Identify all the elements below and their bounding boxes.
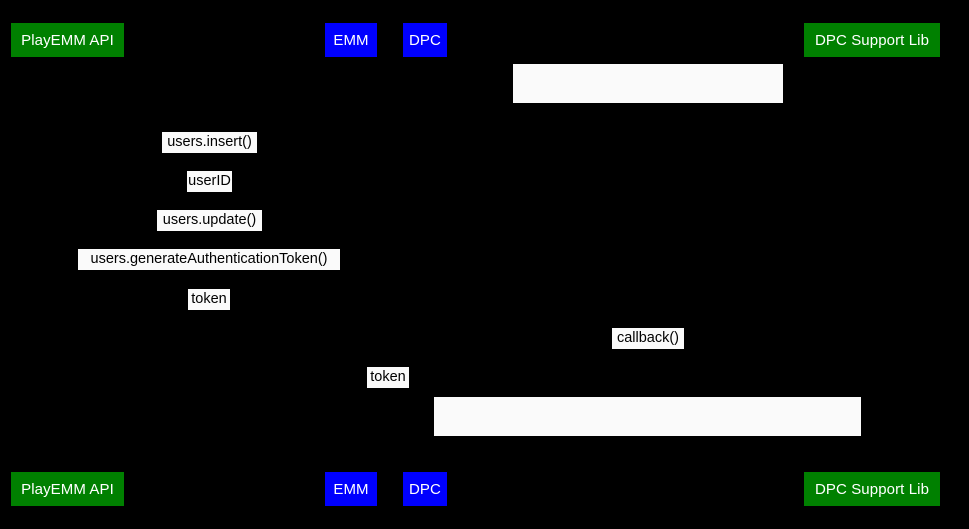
participant-label: PlayEMM API [21, 31, 114, 49]
message-callback: callback() [612, 328, 684, 349]
participant-playemm-api-top[interactable]: PlayEMM API [11, 23, 124, 57]
message-line-2: .addAndroidForWorkAccount(token, account… [436, 494, 824, 510]
participant-playemm-api-bottom[interactable]: PlayEMM API [11, 472, 124, 506]
participant-dpc-support-lib-top[interactable]: DPC Support Lib [804, 23, 940, 57]
participant-emm-top[interactable]: EMM [325, 23, 377, 57]
participant-label: EMM [333, 31, 369, 49]
message-line-2: .ensureWorkingEnvironment(callback) [525, 161, 771, 177]
message-text: userID [188, 173, 231, 189]
message-text: token [191, 291, 227, 307]
participant-label: EMM [333, 480, 369, 498]
message-text: users.insert() [167, 134, 252, 150]
message-users-insert: users.insert() [162, 132, 257, 153]
message-line-1: androidForWorkAccountSupport [544, 437, 751, 453]
participant-label: PlayEMM API [21, 480, 114, 498]
participant-label: DPC Support Lib [814, 31, 930, 49]
participant-label: DPC [409, 31, 441, 49]
message-text: users.generateAuthenticationToken() [90, 251, 328, 267]
participant-dpc-bottom[interactable]: DPC [403, 472, 447, 506]
message-add-android-for-work-account: androidForWorkAccountSupport .addAndroid… [434, 397, 861, 510]
message-token-first: token [188, 289, 230, 310]
message-line-1: androidForWorkAccountSupport [544, 104, 752, 120]
message-text: users.update() [162, 212, 257, 228]
participant-label: DPC [409, 480, 441, 498]
participant-dpc-support-lib-bottom[interactable]: DPC Support Lib [804, 472, 940, 506]
message-user-id: userID [187, 171, 232, 192]
message-ensure-working-environment: androidForWorkAccountSupport .ensureWork… [513, 64, 783, 177]
message-generate-auth-token: users.generateAuthenticationToken() [78, 249, 340, 270]
message-text: callback() [616, 330, 680, 346]
participant-label: DPC Support Lib [814, 480, 930, 498]
participant-emm-bottom[interactable]: EMM [325, 472, 377, 506]
message-token-second: token [367, 367, 409, 388]
message-text: token [370, 369, 406, 385]
message-users-update: users.update() [157, 210, 262, 231]
participant-dpc-top[interactable]: DPC [403, 23, 447, 57]
